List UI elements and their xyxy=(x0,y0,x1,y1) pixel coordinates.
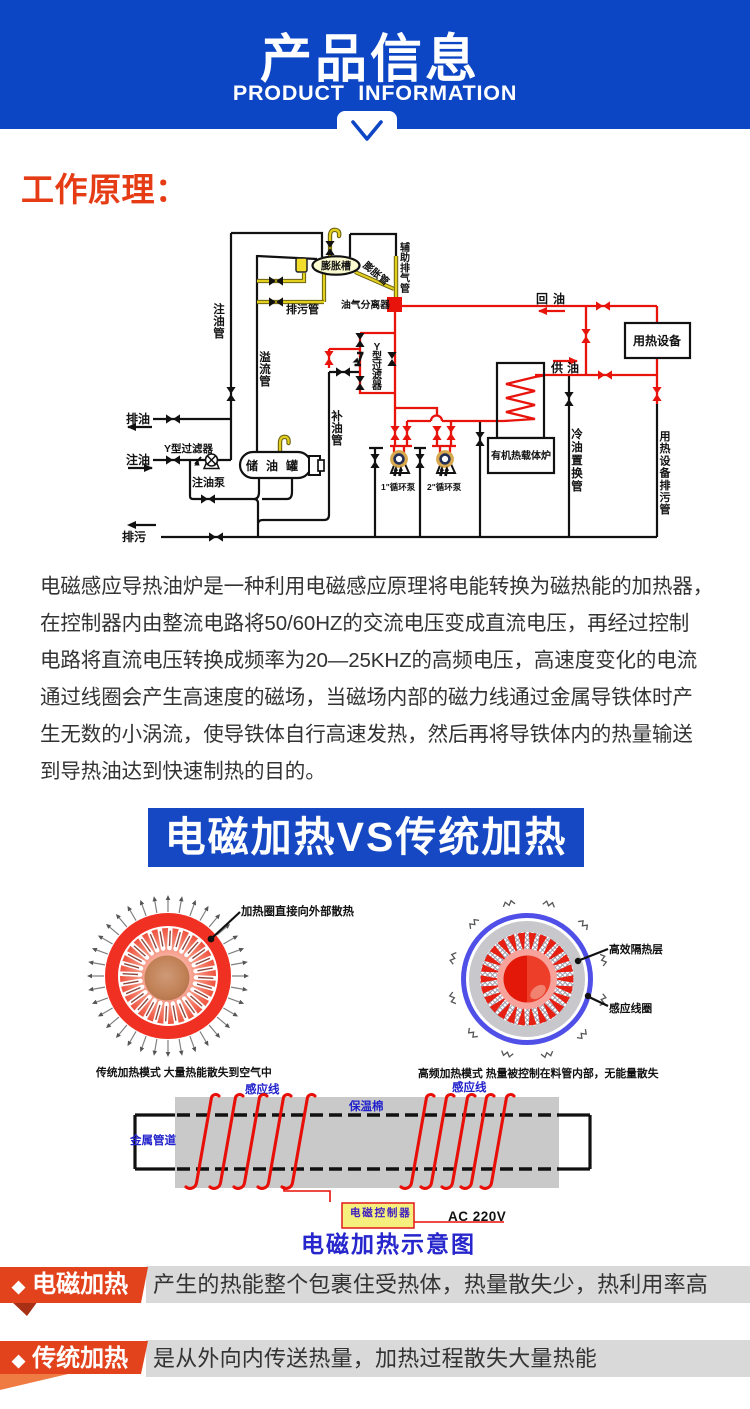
svg-text:高效隔热层: 高效隔热层 xyxy=(609,942,663,956)
svg-text:排污: 排污 xyxy=(122,529,146,544)
svg-text:注油泵: 注油泵 xyxy=(192,475,225,489)
svg-text:高频加热模式 热量被控制在料管内部，无能量散失: 高频加热模式 热量被控制在料管内部，无能量散失 xyxy=(418,1066,659,1080)
svg-text:2"循环泵: 2"循环泵 xyxy=(427,482,462,492)
svg-text:加热圈直接向外部散热: 加热圈直接向外部散热 xyxy=(240,904,355,918)
svg-text:感应线: 感应线 xyxy=(245,1082,280,1096)
svg-text:Y型过滤器: Y型过滤器 xyxy=(164,442,214,455)
svg-text:补油管: 补油管 xyxy=(330,409,343,447)
svg-text:溢流管: 溢流管 xyxy=(259,350,271,388)
svg-text:注油: 注油 xyxy=(126,452,150,467)
svg-text:排污管: 排污管 xyxy=(286,302,319,316)
svg-text:保温棉: 保温棉 xyxy=(348,1099,384,1113)
svg-text:1"循环泵: 1"循环泵 xyxy=(381,482,416,492)
svg-text:感应线圈: 感应线圈 xyxy=(609,1001,652,1015)
svg-text:用热设备: 用热设备 xyxy=(632,333,682,348)
svg-text:有机热载体炉: 有机热载体炉 xyxy=(491,449,551,462)
svg-text:电磁控制器: 电磁控制器 xyxy=(350,1206,412,1219)
svg-text:金属管道: 金属管道 xyxy=(129,1133,176,1147)
svg-text:回油: 回油 xyxy=(536,291,570,306)
svg-text:供油: 供油 xyxy=(550,360,583,375)
svg-text:用热设备排污管: 用热设备排污管 xyxy=(659,430,672,516)
svg-text:感应线: 感应线 xyxy=(452,1080,487,1094)
svg-text:Y型过滤器: Y型过滤器 xyxy=(371,342,383,392)
svg-text:油气分离器: 油气分离器 xyxy=(341,298,390,311)
svg-text:AC 220V: AC 220V xyxy=(448,1209,506,1224)
svg-text:电磁加热示意图: 电磁加热示意图 xyxy=(301,1231,476,1257)
svg-text:排油: 排油 xyxy=(126,411,150,426)
svg-text:膨胀管: 膨胀管 xyxy=(361,259,392,288)
svg-text:辅助排气管: 辅助排气管 xyxy=(399,241,410,295)
svg-text:传统加热模式 大量热能散失到空气中: 传统加热模式 大量热能散失到空气中 xyxy=(95,1065,272,1079)
svg-text:注油管: 注油管 xyxy=(213,302,225,340)
svg-text:冷油置换管: 冷油置换管 xyxy=(571,427,583,493)
svg-text:储油罐: 储油罐 xyxy=(246,458,306,473)
svg-text:膨胀槽: 膨胀槽 xyxy=(321,260,351,273)
